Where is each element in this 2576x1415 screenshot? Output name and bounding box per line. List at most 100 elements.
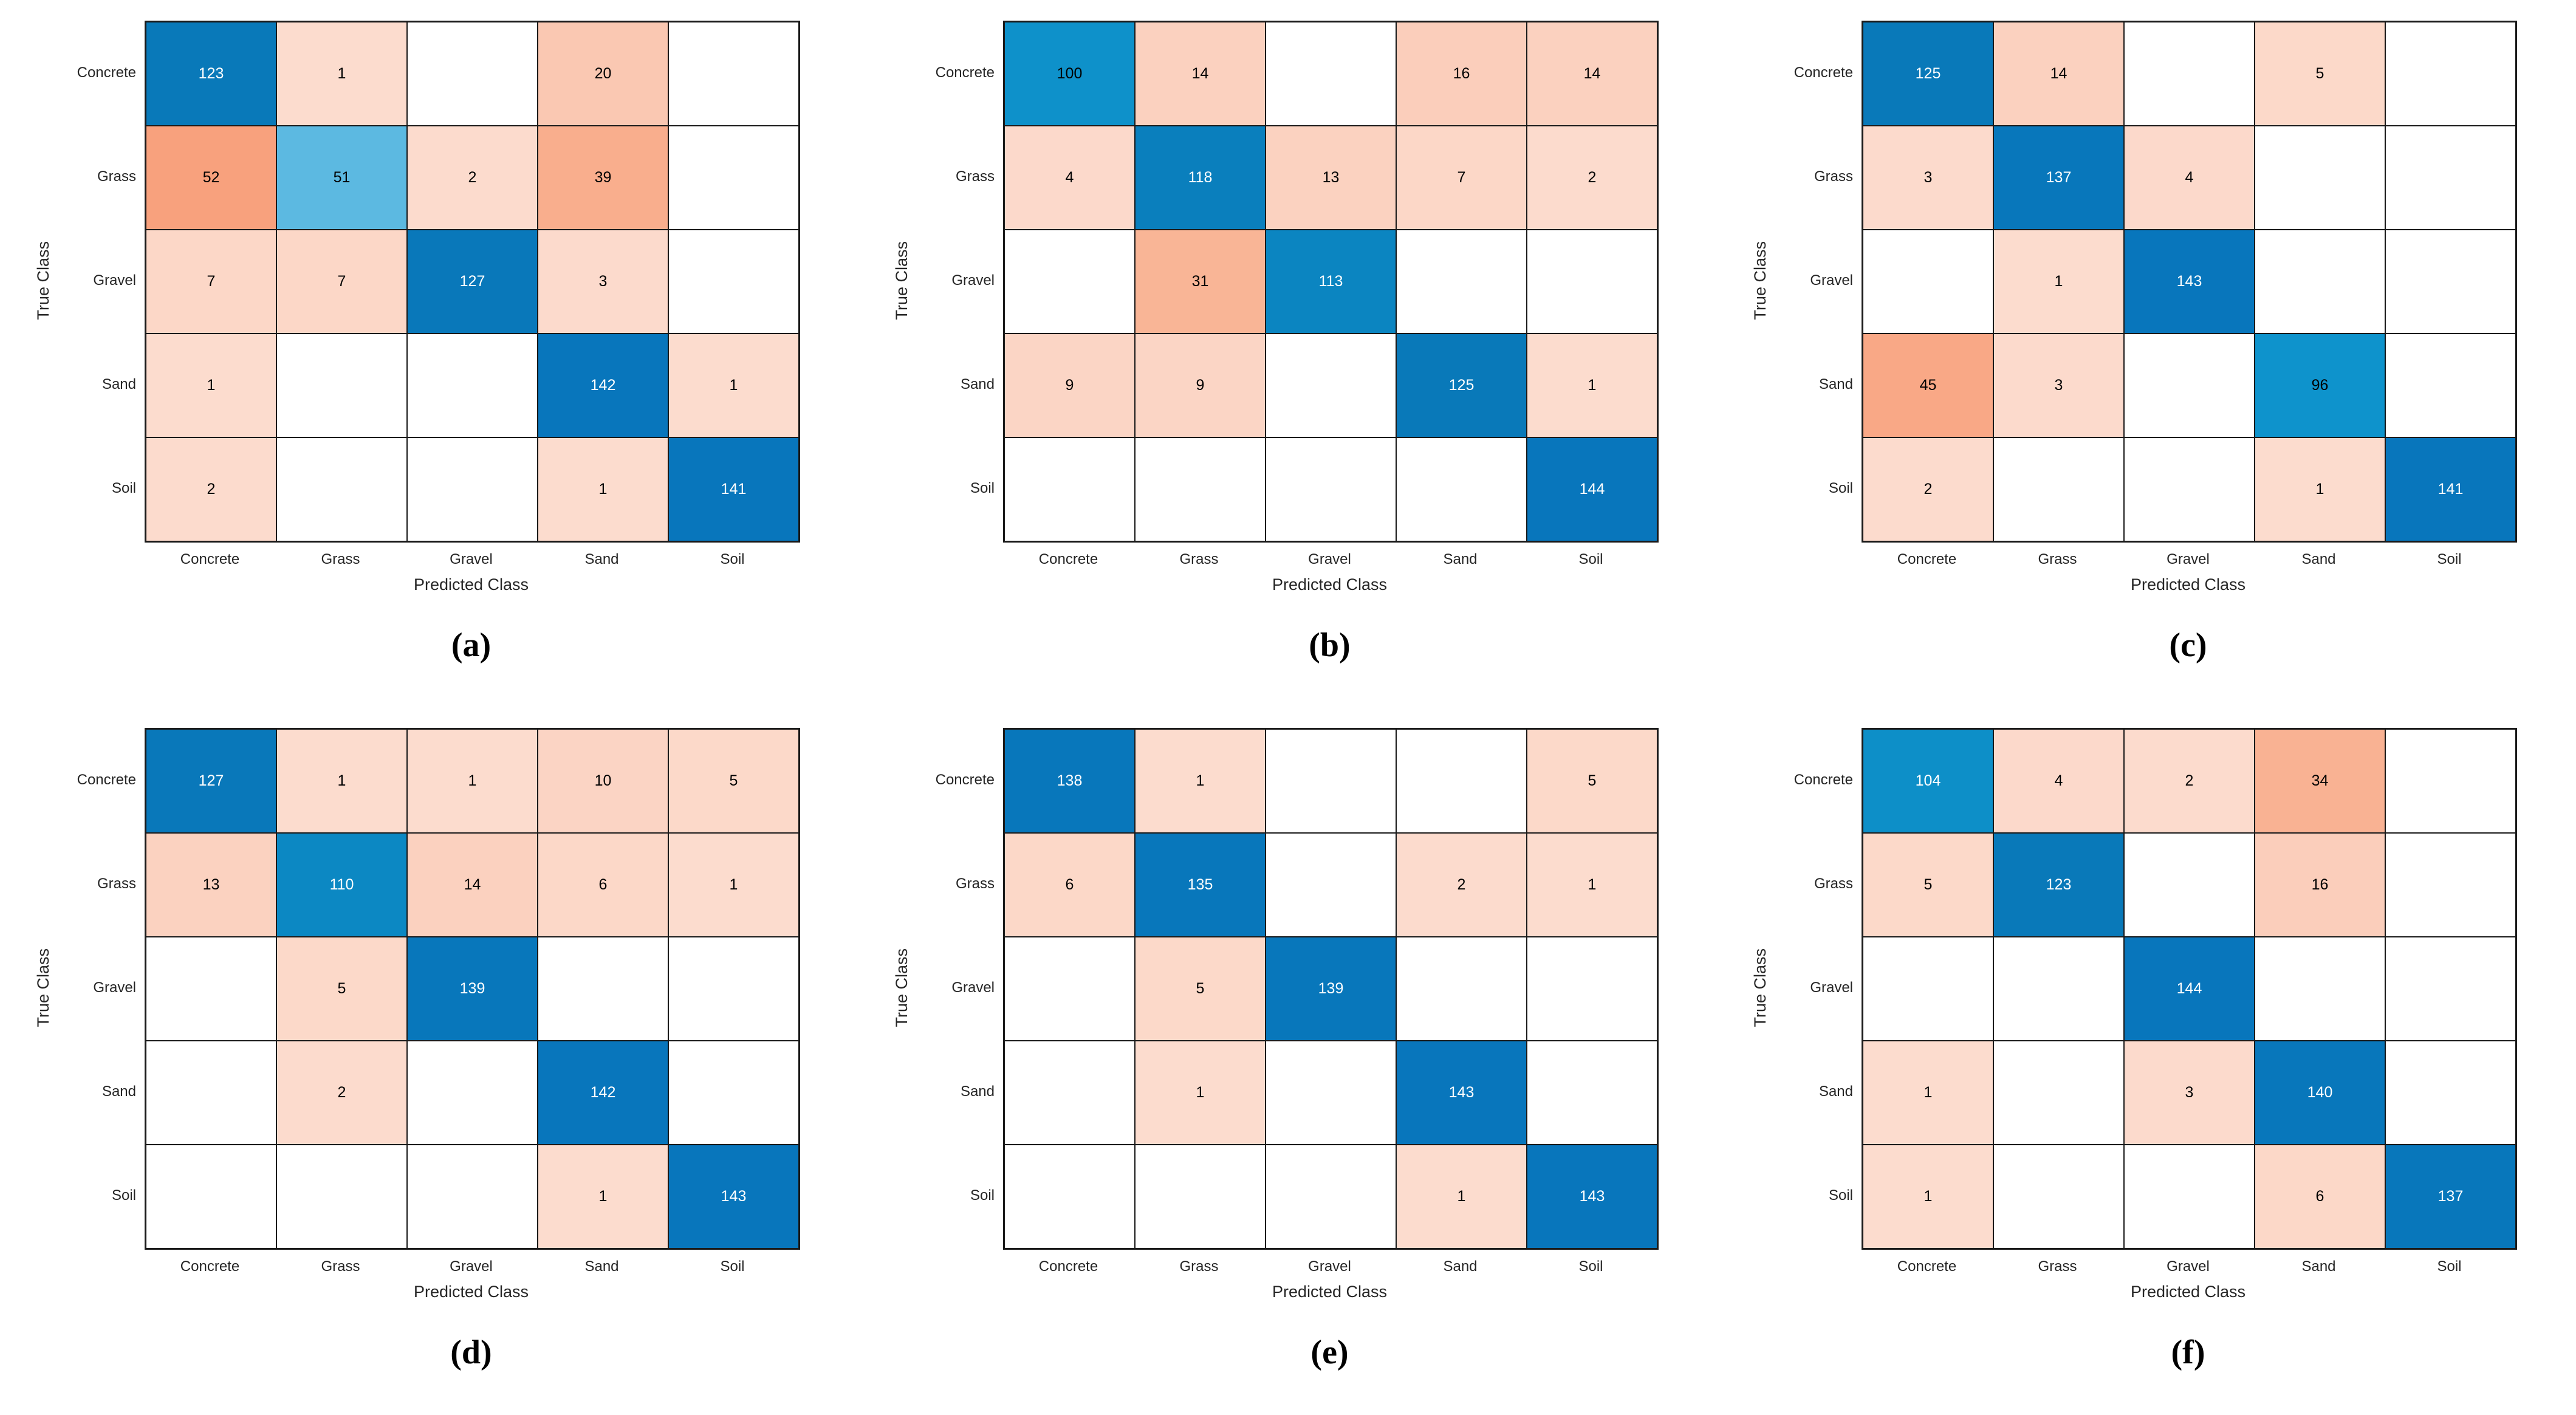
matrix-cell-sand-grass: 9 bbox=[1135, 334, 1266, 437]
y-tick-gravel: Gravel bbox=[1810, 272, 1853, 289]
y-tick-grass: Grass bbox=[1814, 168, 1853, 185]
x-tick-gravel: Gravel bbox=[1308, 1258, 1351, 1275]
x-tick-grass: Grass bbox=[2038, 551, 2077, 567]
matrix-cell-soil-gravel bbox=[2124, 437, 2255, 541]
matrix-cell-sand-soil bbox=[2385, 334, 2516, 437]
matrix-cell-sand-concrete: 9 bbox=[1004, 334, 1135, 437]
matrix-cell-soil-sand: 1 bbox=[1396, 1145, 1527, 1249]
matrix-cell-grass-grass: 135 bbox=[1135, 833, 1266, 937]
matrix-cell-sand-gravel bbox=[2124, 334, 2255, 437]
x-tick-soil: Soil bbox=[2437, 1258, 2462, 1275]
matrix-cell-gravel-grass: 5 bbox=[276, 937, 407, 1041]
matrix-cell-soil-gravel bbox=[407, 437, 538, 541]
y-tick-grass: Grass bbox=[97, 168, 136, 185]
y-tick-concrete: Concrete bbox=[935, 771, 995, 788]
matrix-cell-concrete-sand: 16 bbox=[1396, 22, 1527, 126]
y-tick-soil: Soil bbox=[970, 1187, 995, 1204]
matrix-cell-grass-sand: 7 bbox=[1396, 126, 1527, 230]
matrix-cell-soil-grass bbox=[1993, 1145, 2124, 1249]
matrix-cell-soil-soil: 141 bbox=[668, 437, 799, 541]
y-tick-grass: Grass bbox=[1814, 875, 1853, 892]
y-tick-sand: Sand bbox=[1818, 1083, 1853, 1100]
y-axis-label: True Class bbox=[1750, 948, 1769, 1027]
matrix-cell-grass-sand bbox=[2255, 126, 2385, 230]
matrix-cell-concrete-soil: 5 bbox=[1527, 729, 1657, 833]
y-tick-soil: Soil bbox=[111, 479, 136, 496]
matrix-cell-grass-sand: 16 bbox=[2255, 833, 2385, 937]
matrix-cell-sand-sand: 140 bbox=[2255, 1041, 2385, 1145]
x-axis-label: Predicted Class bbox=[413, 1283, 529, 1301]
y-axis-label: True Class bbox=[1750, 241, 1769, 320]
x-tick-soil: Soil bbox=[1578, 1258, 1603, 1275]
matrix-cell-sand-grass bbox=[276, 334, 407, 437]
matrix-cell-sand-grass: 2 bbox=[276, 1041, 407, 1145]
x-tick-sand: Sand bbox=[2301, 551, 2336, 567]
matrix-cell-grass-gravel: 14 bbox=[407, 833, 538, 937]
y-tick-grass: Grass bbox=[955, 875, 995, 892]
matrix-cell-gravel-grass: 5 bbox=[1135, 937, 1266, 1041]
subfigure-caption-d: (d) bbox=[450, 1334, 492, 1371]
matrix-cell-soil-grass bbox=[1135, 1145, 1266, 1249]
matrix-cell-sand-gravel bbox=[407, 334, 538, 437]
matrix-cell-gravel-concrete bbox=[146, 937, 276, 1041]
matrix-cell-grass-gravel bbox=[1266, 833, 1396, 937]
matrix-cell-concrete-gravel: 2 bbox=[2124, 729, 2255, 833]
matrix-cell-grass-sand: 39 bbox=[538, 126, 668, 230]
matrix-cell-sand-sand: 125 bbox=[1396, 334, 1527, 437]
matrix-cell-concrete-sand bbox=[1396, 729, 1527, 833]
matrix-cell-gravel-sand: 3 bbox=[538, 230, 668, 334]
matrix-cell-sand-soil: 1 bbox=[1527, 334, 1657, 437]
matrix-cell-soil-soil: 143 bbox=[1527, 1145, 1657, 1249]
x-axis-label: Predicted Class bbox=[1272, 1283, 1388, 1301]
x-tick-gravel: Gravel bbox=[450, 551, 493, 567]
matrix-cell-concrete-gravel bbox=[1266, 729, 1396, 833]
y-tick-sand: Sand bbox=[960, 1083, 995, 1100]
matrix-cell-gravel-gravel: 127 bbox=[407, 230, 538, 334]
matrix-cell-gravel-sand bbox=[1396, 937, 1527, 1041]
matrix-cell-soil-soil: 143 bbox=[668, 1145, 799, 1249]
matrix-cell-grass-soil: 2 bbox=[1527, 126, 1657, 230]
matrix-cell-soil-gravel bbox=[2124, 1145, 2255, 1249]
matrix-cell-grass-gravel bbox=[2124, 833, 2255, 937]
matrix-cell-grass-sand: 6 bbox=[538, 833, 668, 937]
x-tick-gravel: Gravel bbox=[2167, 1258, 2210, 1275]
matrix-cell-soil-concrete: 1 bbox=[1863, 1145, 1993, 1249]
matrix-cell-concrete-soil bbox=[2385, 729, 2516, 833]
matrix-cell-concrete-concrete: 127 bbox=[146, 729, 276, 833]
matrix-cell-soil-grass bbox=[276, 437, 407, 541]
matrix-cell-grass-concrete: 52 bbox=[146, 126, 276, 230]
matrix-cell-concrete-grass: 1 bbox=[276, 22, 407, 126]
matrix-cell-sand-gravel bbox=[1266, 334, 1396, 437]
y-tick-concrete: Concrete bbox=[77, 64, 136, 81]
x-axis-label: Predicted Class bbox=[2130, 575, 2246, 594]
x-tick-grass: Grass bbox=[321, 1258, 360, 1275]
matrix-cell-gravel-sand bbox=[2255, 230, 2385, 334]
y-axis-label: True Class bbox=[33, 948, 52, 1027]
y-tick-soil: Soil bbox=[1828, 479, 1853, 496]
y-axis-label-column: True Class bbox=[883, 21, 920, 540]
y-tick-gravel: Gravel bbox=[951, 272, 995, 289]
matrix-cell-grass-soil: 1 bbox=[668, 833, 799, 937]
matrix-cell-gravel-gravel: 139 bbox=[407, 937, 538, 1041]
matrix-cell-grass-gravel: 2 bbox=[407, 126, 538, 230]
matrix-cell-soil-grass bbox=[1993, 437, 2124, 541]
y-tick-sand: Sand bbox=[1818, 375, 1853, 392]
x-tick-sand: Sand bbox=[1443, 1258, 1478, 1275]
matrix-cell-sand-sand: 142 bbox=[538, 1041, 668, 1145]
matrix-cell-grass-gravel: 13 bbox=[1266, 126, 1396, 230]
matrix-cell-gravel-grass: 31 bbox=[1135, 230, 1266, 334]
y-tick-sand: Sand bbox=[101, 375, 136, 392]
x-tick-concrete: Concrete bbox=[1897, 1258, 1957, 1275]
x-tick-soil: Soil bbox=[720, 551, 745, 567]
